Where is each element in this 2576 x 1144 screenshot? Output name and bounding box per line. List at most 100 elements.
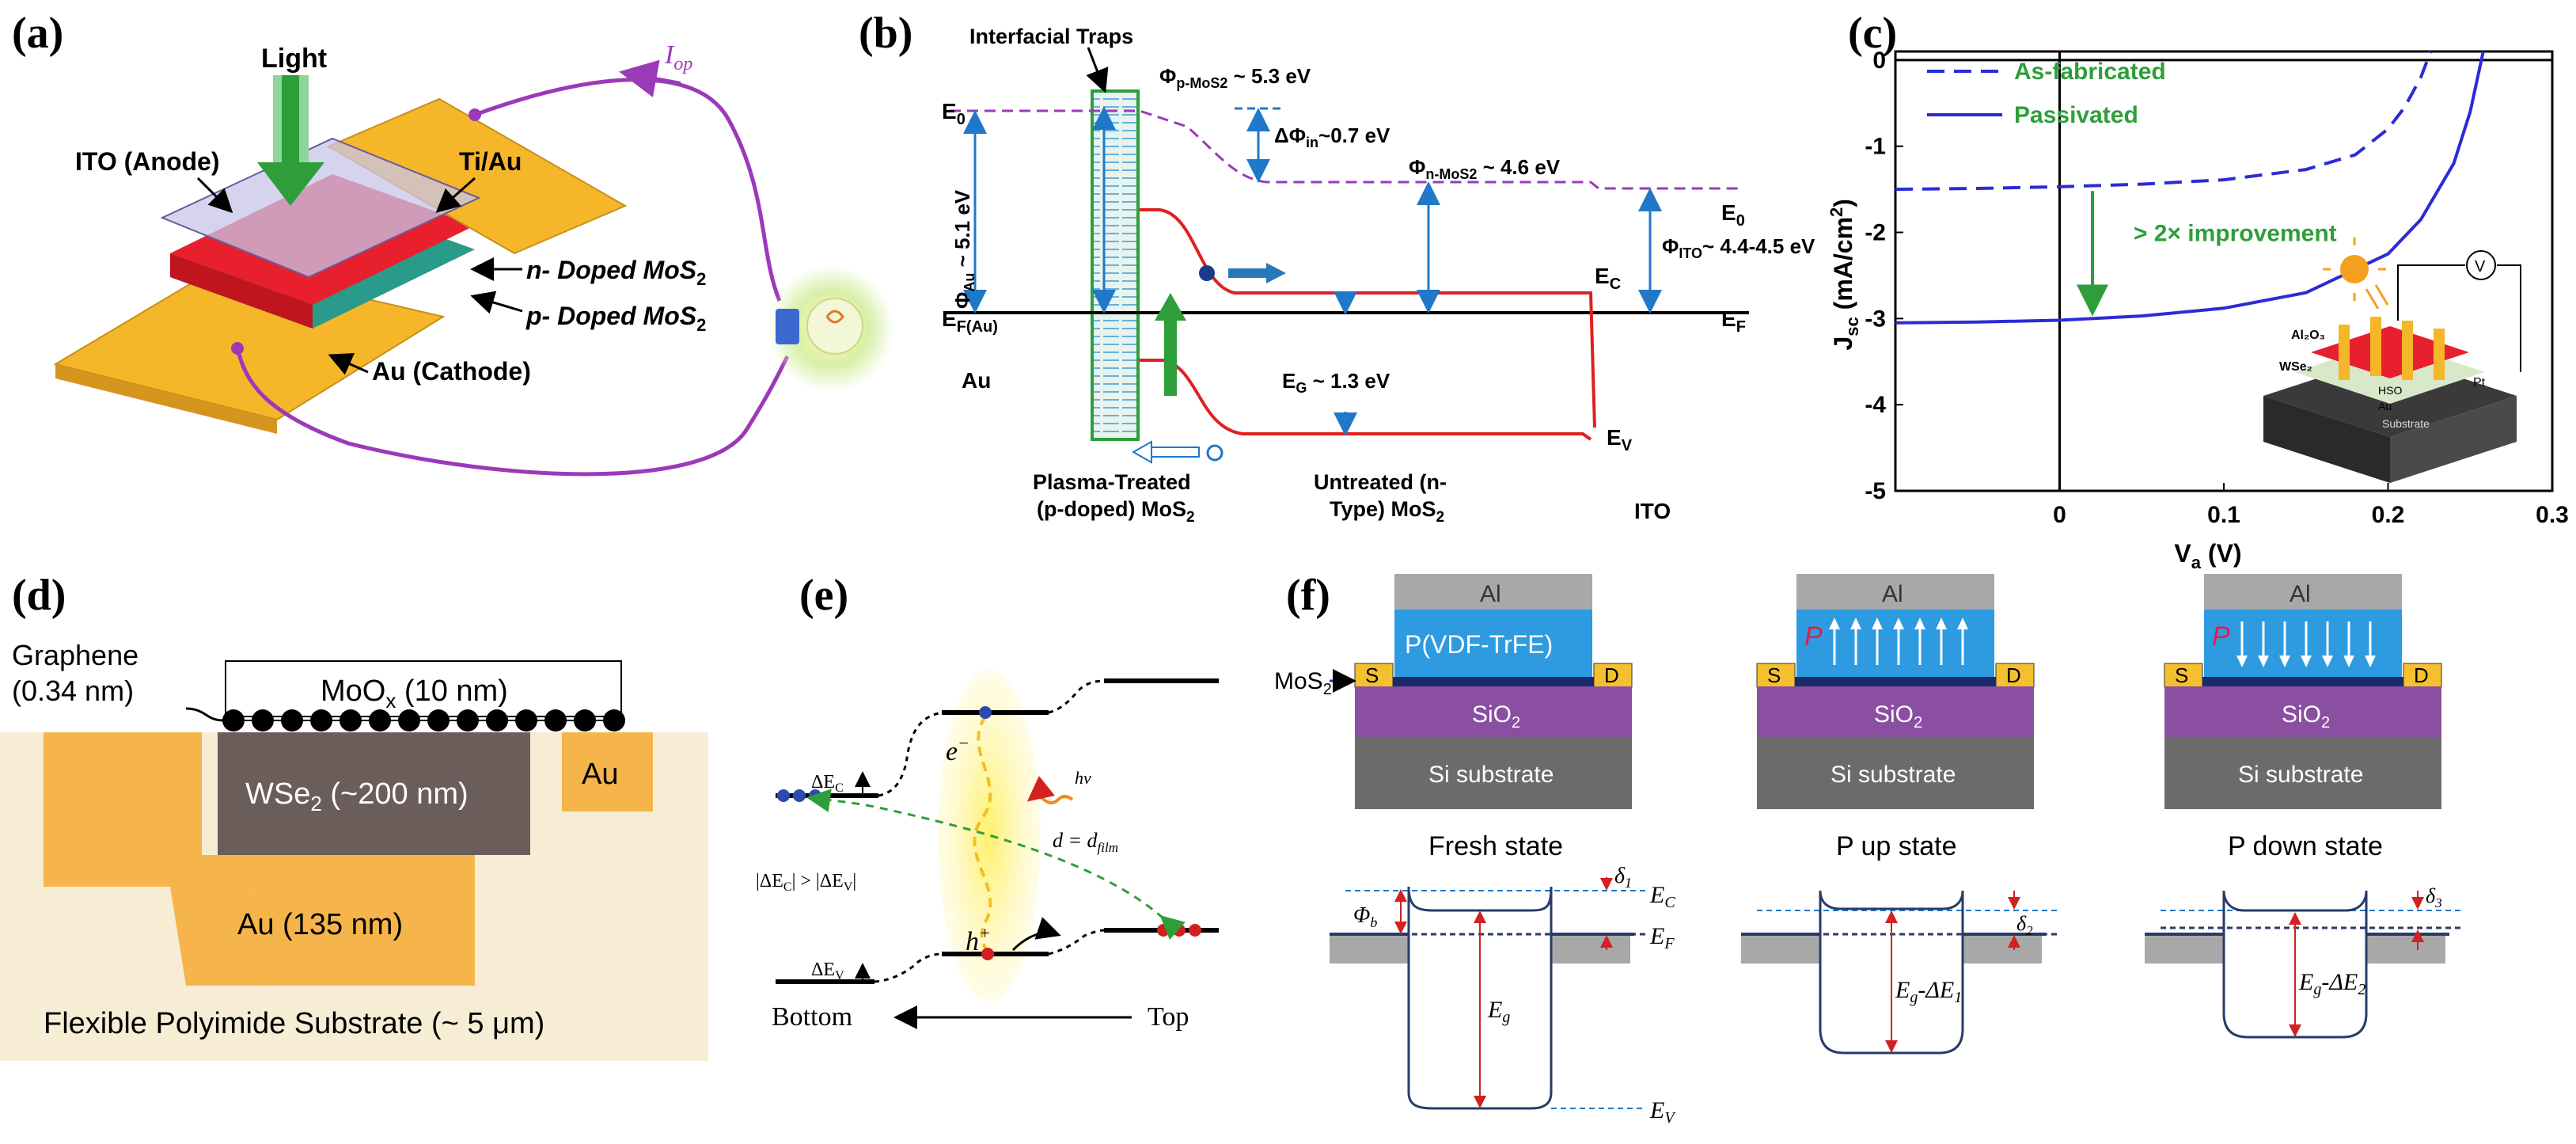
inset-pt-label: Pt <box>2473 376 2486 390</box>
metal-right-2 <box>1963 936 2042 963</box>
inequality-label: |ΔEC| > |ΔEV| <box>756 871 856 894</box>
al-gate-3 <box>2204 574 2402 610</box>
inset-wse2-label: WSe₂ <box>2279 360 2312 374</box>
panel-d: (d) Graphene (0.34 nm) MoOx (10 nm) <box>0 571 708 1061</box>
p-down-head <box>2365 656 2376 667</box>
dec-label: ΔEC <box>811 772 844 795</box>
al-gate-1 <box>1394 574 1592 610</box>
sio2-label-3: SiO2 <box>2282 701 2330 732</box>
inset-device: V Al₂O₃ WSe₂ HSO Au Substrate Pt <box>2263 238 2521 483</box>
p-doped-label: p- Doped MoS2 <box>525 302 706 335</box>
p-down-head <box>2322 656 2333 667</box>
pvdf-layer-3 <box>2204 610 2402 677</box>
source-3 <box>2164 663 2203 688</box>
untreated-label-1: Untreated (n- <box>1314 470 1447 494</box>
eg2-label: Eg-ΔE2 <box>2298 969 2365 998</box>
ito-pointer <box>196 177 233 214</box>
n-doped-label: n- Doped MoS2 <box>526 256 706 289</box>
drain-1 <box>1593 663 1633 688</box>
metal-right-3 <box>2366 936 2445 963</box>
x-tick-label: 0 <box>2053 502 2066 528</box>
iop-label: Iop <box>664 40 692 74</box>
series-line-as-fabricated <box>1895 51 2433 192</box>
drain-label-1: D <box>1604 663 1619 687</box>
improvement-label: > 2× improvement <box>2134 220 2337 246</box>
moox-layer <box>225 660 622 717</box>
graphene-atom <box>544 709 567 732</box>
phib-label: Φb <box>1353 903 1377 930</box>
panel-b: (b) Interfacial Traps E0 Φp-MoS2 ~ 5.3 <box>859 9 1815 526</box>
graphene-atom <box>398 709 420 732</box>
x-axis-label: Va (V) <box>2174 539 2241 572</box>
graphene-atom <box>603 709 625 732</box>
p-up-state-label: P up state <box>1836 831 1957 861</box>
x-tick-label: 0.3 <box>2536 502 2569 528</box>
collected-hole-3 <box>1189 924 1201 937</box>
iop-arrow <box>619 59 681 97</box>
p-up-head <box>1957 618 1968 629</box>
y-tick-label: -4 <box>1865 392 1886 418</box>
phi-au-label: ΦAu ~ 5.1 eV <box>950 189 977 309</box>
e0-left-label: E0 <box>942 99 966 128</box>
si-substrate-1 <box>1355 738 1632 809</box>
si-label-3: Si substrate <box>2238 762 2363 788</box>
cb-transition-left <box>878 711 943 797</box>
x-tick-label: 0.2 <box>2372 502 2405 528</box>
graphene-atom <box>486 709 508 732</box>
panel-c-label: (c) <box>1848 9 1897 58</box>
sio2-label-1: SiO2 <box>1472 701 1520 732</box>
ito-right-label: ITO <box>1634 499 1671 523</box>
hole-carrier <box>981 948 994 960</box>
y-tick-label: 0 <box>1872 48 1886 74</box>
graphene-atom <box>281 709 303 732</box>
ef-label-f: EF <box>1649 923 1675 952</box>
electron-dot <box>1199 265 1215 281</box>
wire-node-bottom <box>231 342 244 355</box>
light-arrow-shaft <box>282 75 299 162</box>
p-down-arrowheads <box>2236 656 2376 667</box>
vb-transition-right <box>1048 929 1105 956</box>
inset-electrode-2 <box>2370 317 2381 376</box>
au-135-electrode-left <box>44 732 265 986</box>
band-p-up: δ2 Eg-ΔE1 <box>1741 890 2058 1055</box>
tiau-pad <box>326 97 628 255</box>
band-fresh: Φb δ1 EC EF EV Eg <box>1330 864 1676 1127</box>
collected-electron-2 <box>793 789 806 802</box>
interfacial-traps-block <box>1091 89 1140 441</box>
mos2-label: MoS2 <box>1274 668 1332 698</box>
graphene-atom <box>515 709 537 732</box>
inset-substrate-label: Substrate <box>2382 417 2430 430</box>
voltmeter-icon <box>2466 250 2496 280</box>
ec-label: EC <box>1595 264 1621 293</box>
inset-au-label: Au <box>2378 400 2392 412</box>
traps-pointer <box>1086 47 1109 93</box>
phi-pmos-label: Φp-MoS2 ~ 5.3 eV <box>1159 64 1311 91</box>
wse2-layer <box>218 732 530 855</box>
si-label-1: Si substrate <box>1428 762 1554 788</box>
inset-electrode-3 <box>2402 321 2413 380</box>
y-tick-label: -2 <box>1865 220 1886 246</box>
photon-arrow-head <box>1155 293 1186 321</box>
si-substrate-2 <box>1757 738 2034 809</box>
drain-3 <box>2403 663 2442 688</box>
light-arrow-head <box>257 162 324 206</box>
bulb-base <box>776 309 799 344</box>
p-down-head <box>2301 656 2312 667</box>
panel-b-label: (b) <box>859 9 912 58</box>
panel-a-label: (a) <box>12 9 63 58</box>
inset-electrode-4 <box>2434 329 2445 380</box>
panel-d-label: (d) <box>12 571 66 620</box>
device-p-down: Al P S D SiO2 Si substrate P down state <box>2164 574 2442 861</box>
bottom-label: Bottom <box>772 1002 852 1032</box>
graphene-pointer <box>185 707 224 722</box>
vacuum-level-line <box>950 109 1741 190</box>
bulb-filament <box>825 310 844 324</box>
graphene-atom <box>574 709 596 732</box>
recombination-path <box>806 789 1186 941</box>
phi-ito-label: ΦITO~ 4.4-4.5 eV <box>1662 234 1815 261</box>
inset-hso-label: HSO <box>2378 384 2402 397</box>
source-label-1: S <box>1365 663 1379 687</box>
collected-hole-2 <box>1173 924 1186 937</box>
